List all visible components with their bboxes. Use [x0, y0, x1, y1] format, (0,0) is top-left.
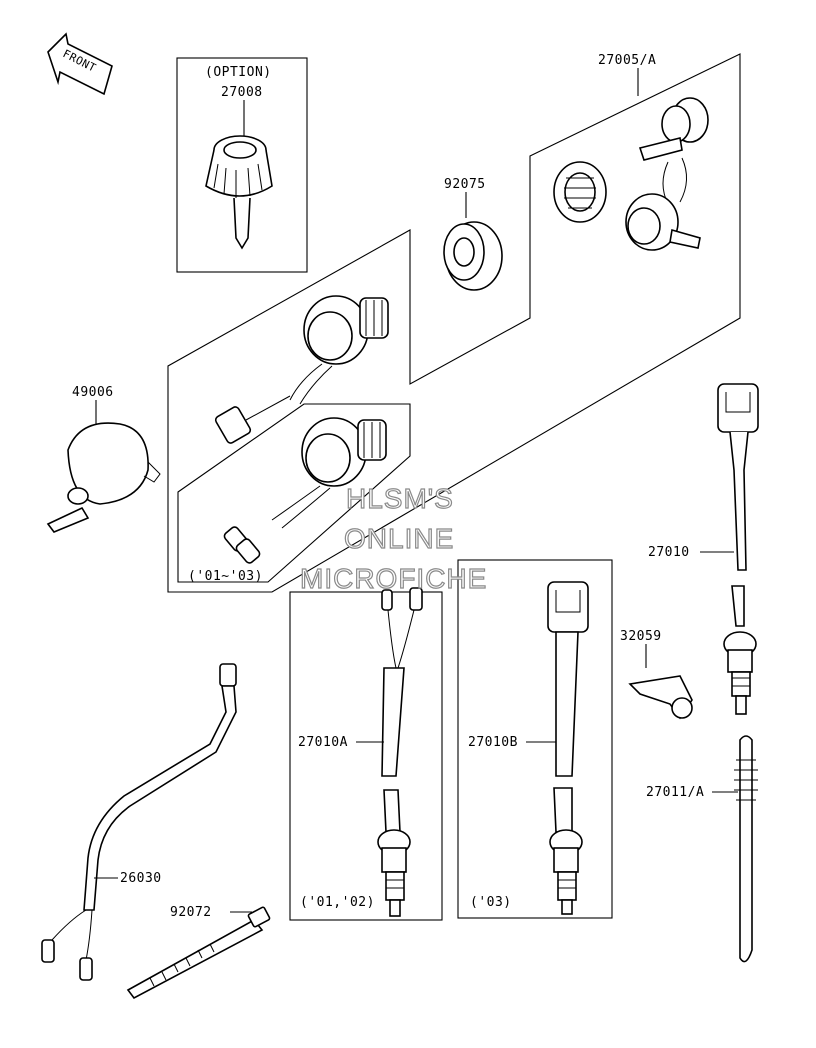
- note-01-02: ('01,'02): [300, 895, 375, 910]
- sub-kit-outline: [177, 403, 411, 583]
- washer-icon: [443, 221, 503, 291]
- ignition-kit-outline: [167, 53, 741, 593]
- label-27010a: 27010A: [298, 735, 348, 750]
- switch-cover-icon: [46, 422, 161, 533]
- label-49006: 49006: [72, 385, 114, 400]
- label-92072: 92072: [170, 905, 212, 920]
- cable-tie-icon: [126, 906, 271, 1000]
- label-27008: 27008: [221, 85, 263, 100]
- label-32059: 32059: [620, 629, 662, 644]
- wire-harness-26030-icon: [41, 663, 237, 981]
- option-box: [176, 57, 308, 273]
- key-set-icon: [553, 97, 709, 251]
- note-01-03: ('01~'03): [188, 569, 263, 584]
- label-27010b: 27010B: [468, 735, 518, 750]
- note-03: ('03): [470, 895, 512, 910]
- watermark-line-1: HLSM'S: [346, 483, 454, 514]
- label-92075: 92075: [444, 177, 486, 192]
- label-27011: 27011/A: [646, 785, 704, 800]
- label-27010: 27010: [648, 545, 690, 560]
- option-note: (OPTION): [205, 65, 272, 80]
- clamp-icon: [628, 675, 693, 720]
- front-arrow-icon: FRONT: [47, 32, 113, 96]
- switch-harness-27010a-icon: [377, 587, 423, 917]
- key-cap-icon: [205, 135, 273, 250]
- label-26030: 26030: [120, 871, 162, 886]
- watermark-line-2: ONLINE: [344, 523, 454, 554]
- ignition-switch-upper-icon: [214, 295, 389, 444]
- rod-icon: [734, 735, 758, 963]
- watermark-line-3: MICROFICHE: [300, 563, 487, 594]
- box-27010b: [457, 559, 613, 919]
- switch-harness-27010b-icon: [547, 581, 589, 915]
- watermark: HLSM'S ONLINE MICROFICHE: [299, 482, 487, 594]
- ignition-switch-lower-icon: [223, 417, 387, 564]
- switch-harness-27010-icon: [717, 383, 759, 715]
- label-27005: 27005/A: [598, 53, 656, 68]
- box-27010a: [289, 591, 443, 921]
